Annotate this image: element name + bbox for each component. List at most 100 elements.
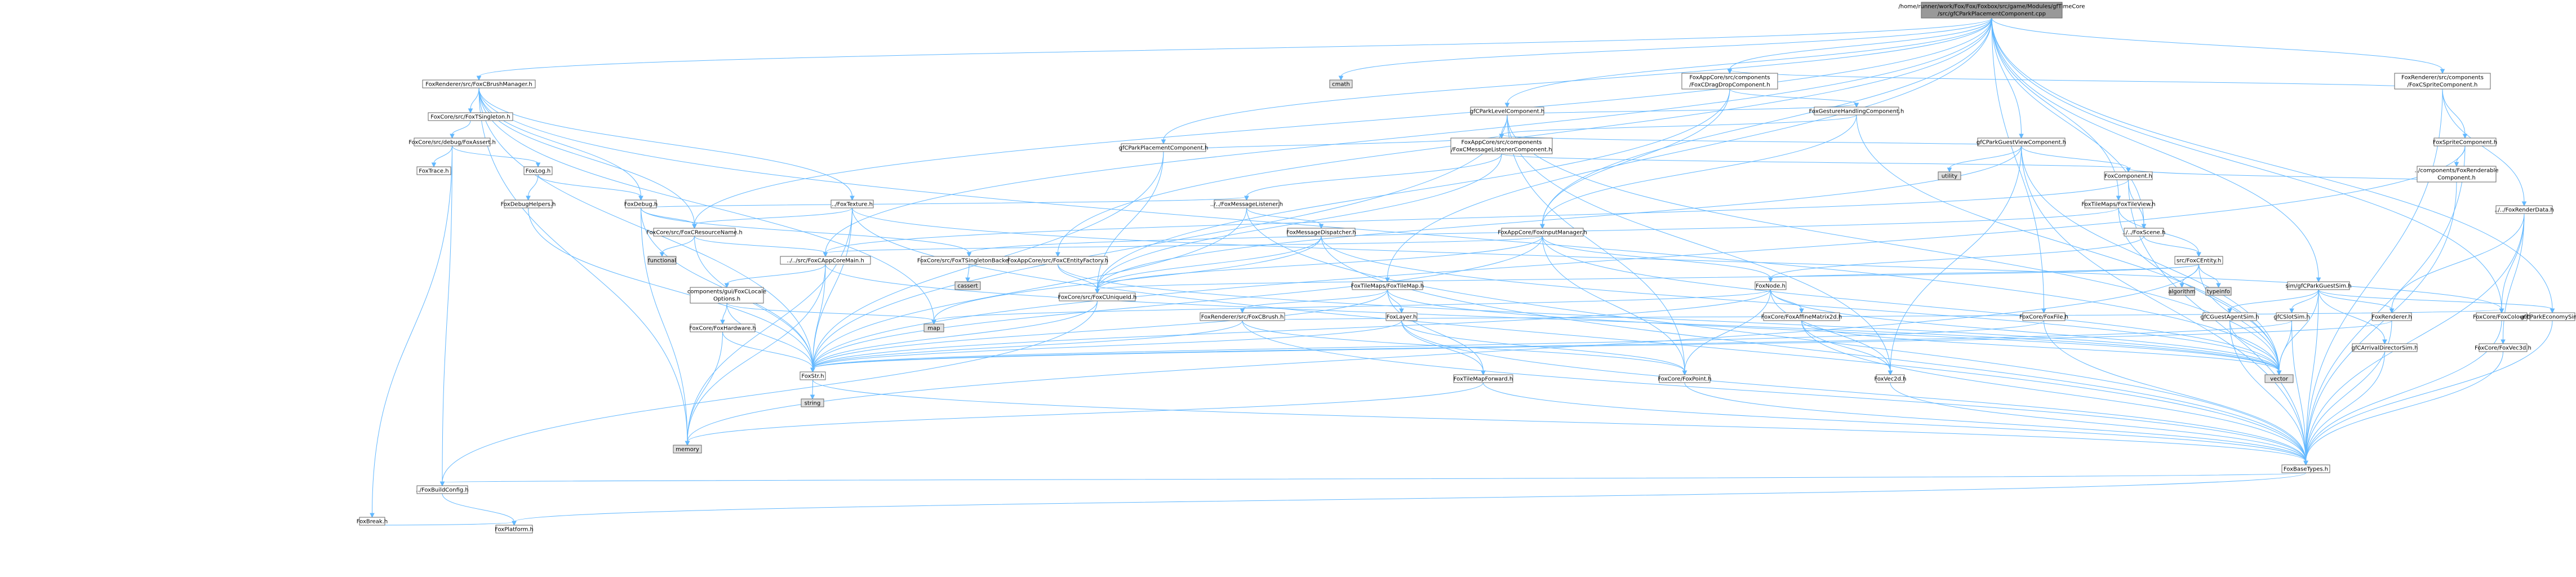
node-box[interactable] <box>1450 137 1553 154</box>
node-box[interactable] <box>690 287 764 304</box>
header-file-node[interactable]: FoxCore/FoxColour.h <box>2473 312 2530 321</box>
node-box[interactable] <box>1200 312 1285 321</box>
header-file-node[interactable]: FoxBaseTypes.h <box>2281 464 2330 473</box>
node-box[interactable] <box>2529 312 2575 321</box>
header-file-node[interactable]: FoxRenderer/src/FoxCBrush.h <box>1200 312 1285 321</box>
header-file-node[interactable]: FoxNode.h <box>1755 281 1787 290</box>
header-file-node[interactable]: FoxComponent.h <box>2104 171 2153 180</box>
node-box[interactable] <box>1876 374 1905 383</box>
node-box[interactable] <box>1329 79 1353 88</box>
header-file-node[interactable]: gfCArrivalDirectorSim.h <box>2352 343 2418 352</box>
node-box[interactable] <box>2174 256 2223 265</box>
header-file-node[interactable]: FoxAppCore/src/components/FoxCMessageLis… <box>1450 137 1553 154</box>
node-box[interactable] <box>2281 464 2330 473</box>
node-box[interactable] <box>1008 256 1108 265</box>
node-box[interactable] <box>2394 73 2491 90</box>
node-box[interactable] <box>830 199 874 208</box>
node-box[interactable] <box>2433 137 2497 147</box>
node-box[interactable] <box>2276 312 2308 321</box>
root-file-node[interactable]: /home/runner/work/Fox/Fox/Foxbox/src/gam… <box>1898 2 2085 19</box>
header-file-node[interactable]: FoxDebugHelpers.h <box>501 199 556 208</box>
node-box[interactable] <box>780 256 871 265</box>
header-file-node[interactable]: ../../src/FoxCAppCoreMain.h <box>780 256 871 265</box>
header-file-node[interactable]: sim/gfCParkGuestSim.h <box>2285 281 2352 290</box>
node-box[interactable] <box>1121 143 1206 152</box>
header-file-node[interactable]: ../../FoxMessageListener.h <box>1210 199 1283 208</box>
header-file-node[interactable]: gfCParkPlacementComponent.h <box>1119 143 1209 152</box>
header-file-node[interactable]: FoxRenderer/src/components/FoxCSpriteCom… <box>2394 73 2491 90</box>
node-box[interactable] <box>1977 137 2066 147</box>
node-box[interactable] <box>954 281 981 290</box>
node-box[interactable] <box>625 199 657 208</box>
header-file-node[interactable]: FoxAppCore/src/components/FoxCDragDropCo… <box>1681 73 1778 90</box>
node-box[interactable] <box>800 371 826 380</box>
node-box[interactable] <box>2371 312 2412 321</box>
header-file-node[interactable]: FoxCore/src/FoxTSingletonBackend.h <box>917 256 1021 265</box>
node-box[interactable] <box>1287 228 1356 237</box>
header-file-node[interactable]: FoxAppCore/FoxInputManager.h <box>1498 228 1587 237</box>
node-box[interactable] <box>1938 171 1961 180</box>
system-header-node[interactable]: cmath <box>1329 79 1353 88</box>
node-box[interactable] <box>1681 73 1778 90</box>
node-box[interactable] <box>495 525 533 534</box>
node-box[interactable] <box>2124 228 2164 237</box>
node-box[interactable] <box>1921 2 2063 19</box>
header-file-node[interactable]: FoxTileMaps/FoxTileView.h <box>2081 199 2156 208</box>
node-box[interactable] <box>2495 205 2553 214</box>
node-box[interactable] <box>1763 312 1840 321</box>
header-file-node[interactable]: FoxStr.h <box>800 371 826 380</box>
node-box[interactable] <box>1501 228 1584 237</box>
header-file-node[interactable]: gfCSlotSim.h <box>2273 312 2310 321</box>
header-file-node[interactable]: FoxCore/FoxAffineMatrix2d.h <box>1761 312 1842 321</box>
node-box[interactable] <box>2352 343 2418 352</box>
header-file-node[interactable]: FoxSpriteComponent.h <box>2433 137 2497 147</box>
node-box[interactable] <box>923 323 944 332</box>
node-box[interactable] <box>2202 312 2257 321</box>
system-header-node[interactable]: typeinfo <box>2205 287 2232 296</box>
header-file-node[interactable]: FoxCore/FoxVec3d.h <box>2475 343 2531 352</box>
system-header-node[interactable]: map <box>923 323 944 332</box>
system-header-node[interactable]: string <box>801 398 824 407</box>
header-file-node[interactable]: ../FoxTexture.h <box>830 199 874 208</box>
header-file-node[interactable]: FoxCore/src/FoxCResourceName.h <box>646 228 743 237</box>
node-box[interactable] <box>2264 374 2294 383</box>
header-file-node[interactable]: FoxDebug.h <box>624 199 658 208</box>
node-box[interactable] <box>416 166 451 175</box>
system-header-node[interactable]: algorithm <box>2168 287 2196 296</box>
header-file-node[interactable]: FoxRenderer.h <box>2371 312 2412 321</box>
header-file-node[interactable]: FoxAppCore/src/FoxCEntityFactory.h <box>1007 256 1108 265</box>
node-box[interactable] <box>1214 199 1280 208</box>
node-box[interactable] <box>2104 171 2153 180</box>
header-file-node[interactable]: FoxLog.h <box>523 166 553 175</box>
header-file-node[interactable]: FoxGestureHandlingComponent.h <box>1809 106 1904 116</box>
node-box[interactable] <box>416 485 468 494</box>
node-box[interactable] <box>1059 292 1136 301</box>
header-file-node[interactable]: FoxTrace.h <box>416 166 451 175</box>
node-box[interactable] <box>1470 106 1544 116</box>
system-header-node[interactable]: memory <box>673 445 702 454</box>
node-box[interactable] <box>1659 374 1711 383</box>
node-box[interactable] <box>1814 106 1899 116</box>
header-file-node[interactable]: FoxPlatform.h <box>495 525 534 534</box>
node-box[interactable] <box>414 137 491 147</box>
header-file-node[interactable]: FoxCore/src/FoxTSingleton.h <box>428 112 513 121</box>
node-box[interactable] <box>2022 312 2066 321</box>
node-box[interactable] <box>1352 281 1423 290</box>
header-file-node[interactable]: FoxTileMapForward.h <box>1453 374 1513 383</box>
header-file-node[interactable]: FoxTileMaps/FoxTileMap.h <box>1351 281 1424 290</box>
header-file-node[interactable]: ../FoxBuildConfig.h <box>416 485 469 494</box>
system-header-node[interactable]: functional <box>647 256 677 265</box>
node-box[interactable] <box>1385 312 1418 321</box>
node-box[interactable] <box>653 228 736 237</box>
header-file-node[interactable]: FoxCore/FoxHardware.h <box>689 323 756 332</box>
node-box[interactable] <box>359 517 385 526</box>
header-file-node[interactable]: ../../FoxRenderData.h <box>2494 205 2554 214</box>
system-header-node[interactable]: cassert <box>954 281 981 290</box>
header-file-node[interactable]: ../../FoxScene.h <box>2122 228 2166 237</box>
node-box[interactable] <box>673 445 702 454</box>
header-file-node[interactable]: FoxVec2d.h <box>1874 374 1907 383</box>
node-box[interactable] <box>2417 166 2497 183</box>
node-box[interactable] <box>690 323 756 332</box>
header-file-node[interactable]: FoxLayer.h <box>1385 312 1418 321</box>
